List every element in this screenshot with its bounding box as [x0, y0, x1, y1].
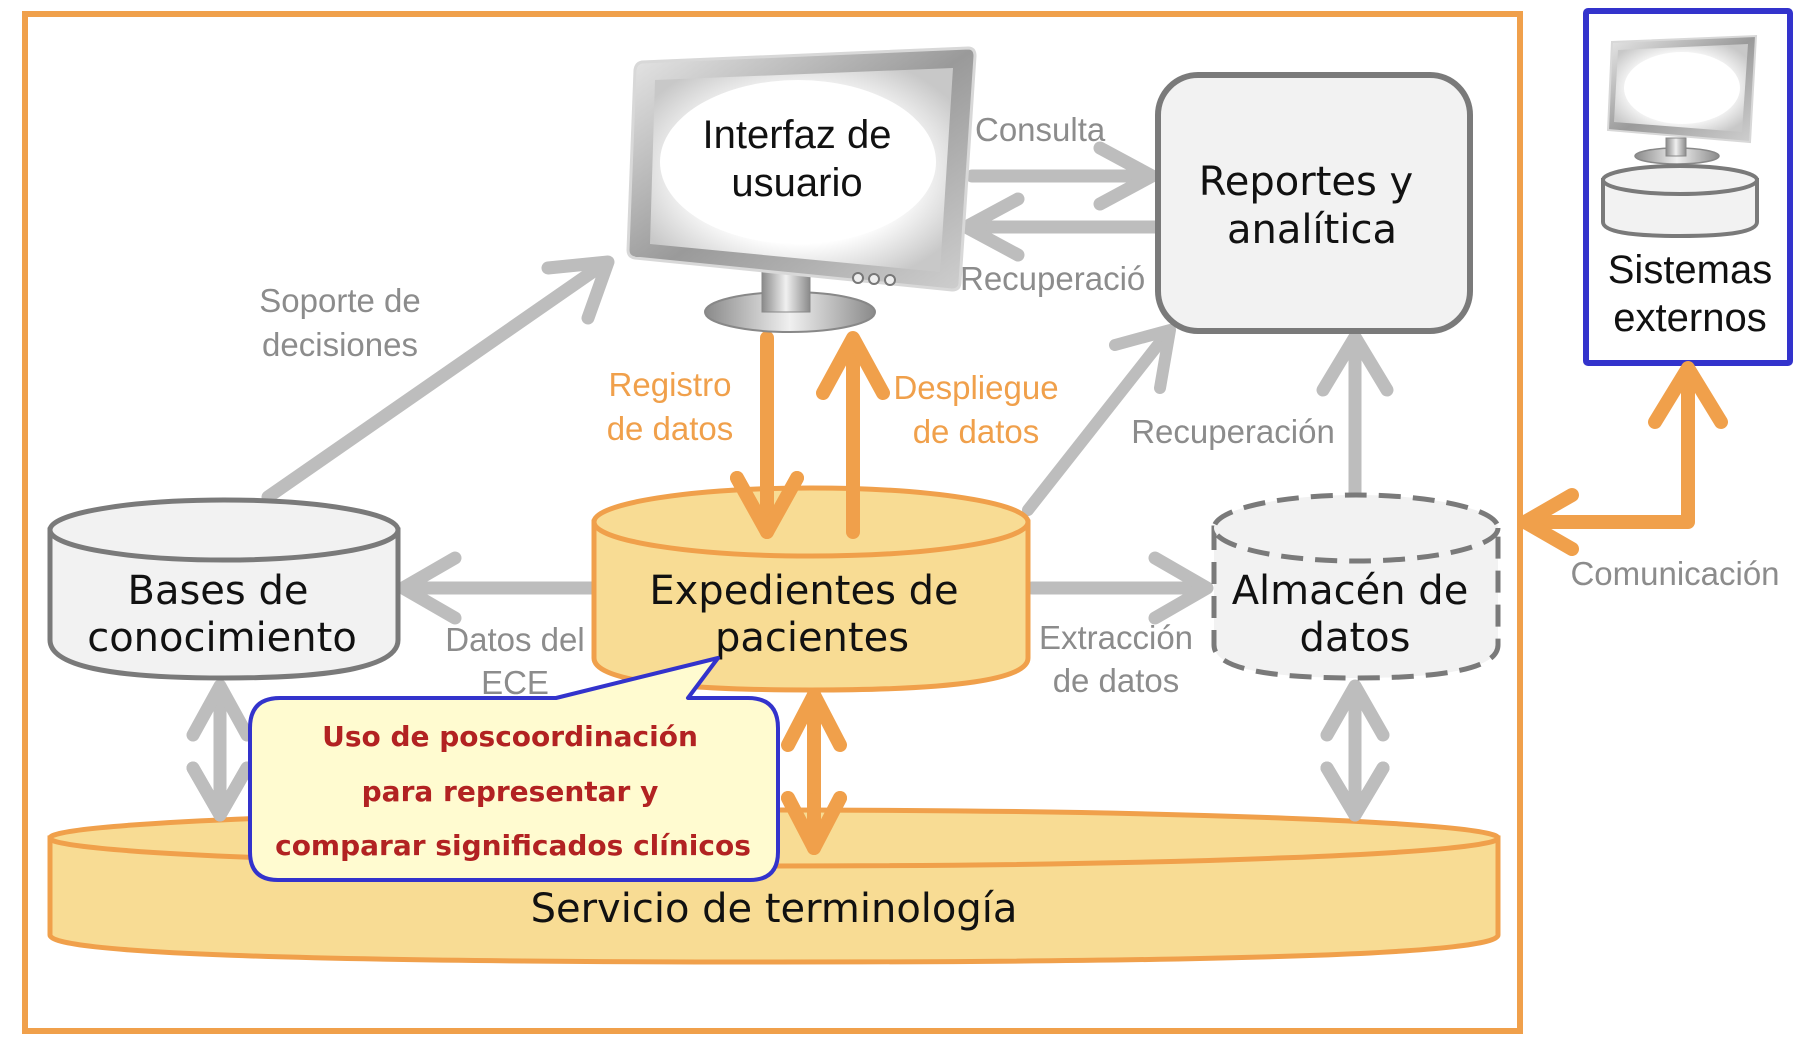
- ehr-data-label-line2: ECE: [481, 664, 549, 701]
- external-database-icon: [1601, 164, 1759, 239]
- warehouse-to-reports-arrowhead: [1316, 330, 1394, 397]
- patient-records-cylinder: Expedientes de pacientes: [591, 485, 1031, 693]
- callout-line2: para representar y: [362, 775, 659, 808]
- external-monitor-icon: [1606, 34, 1758, 165]
- data-display-label-line2: de datos: [913, 413, 1040, 450]
- warehouse-terminology-arrowhead-up: [1320, 679, 1390, 742]
- reports-label-line2: analítica: [1227, 207, 1397, 253]
- query-label: Consulta: [975, 111, 1106, 148]
- arrows-gray: [186, 141, 1394, 822]
- user-interface-label-line2: usuario: [731, 161, 862, 205]
- communication-arrowhead-up: [1648, 361, 1728, 429]
- monitor-icon: Interfaz de usuario: [626, 46, 977, 333]
- data-entry-arrowhead-overlay: [730, 471, 804, 539]
- reports-analytics-box: Reportes y analítica: [1155, 72, 1473, 334]
- knowledge-bases-label-line2: conocimiento: [87, 615, 357, 661]
- data-extraction-arrowhead: [1148, 551, 1214, 625]
- callout-bubble: Uso de poscoordinación para representar …: [248, 656, 780, 882]
- data-extraction-label-line1: Extracción: [1039, 619, 1193, 656]
- patient-records-label-line2: pacientes: [715, 615, 909, 661]
- retrieval-mid-label: Recuperación: [1131, 413, 1335, 450]
- data-entry-label-line1: Registro: [609, 366, 732, 403]
- kb-terminology-arrowhead-up: [186, 679, 254, 742]
- records-to-reports-arrowhead: [1109, 324, 1176, 394]
- communication-label: Comunicación: [1570, 555, 1779, 592]
- decision-support-label-line2: decisiones: [262, 326, 418, 363]
- data-warehouse-label-line1: Almacén de: [1232, 568, 1469, 614]
- user-interface-label-line1: Interfaz de: [702, 113, 891, 157]
- decision-support-label-line1: Soporte de: [259, 282, 420, 319]
- decision-support-arrowhead: [541, 255, 615, 325]
- data-entry-label-line2: de datos: [607, 410, 734, 447]
- ehr-data-label-line1: Datos del: [445, 621, 584, 658]
- data-display-arrowhead: [816, 331, 890, 400]
- records-terminology-arrowhead-up: [781, 688, 847, 752]
- data-display-label-line1: Despliegue: [893, 369, 1058, 406]
- retrieval-top-arrowhead: [959, 192, 1025, 262]
- knowledge-bases-label-line1: Bases de: [128, 568, 309, 614]
- external-systems-label-line1: Sistemas: [1608, 248, 1773, 292]
- retrieval-top-label: Recuperació: [960, 260, 1145, 297]
- patient-records-label-line1: Expedientes de: [649, 568, 958, 614]
- data-warehouse-cylinder: Almacén de datos: [1211, 492, 1501, 681]
- query-arrowhead: [1093, 141, 1159, 211]
- records-to-reports-arrow: [1022, 330, 1171, 516]
- callout-line3: comparar significados clínicos: [275, 829, 751, 862]
- records-terminology-arrowhead-down-overlay: [781, 791, 847, 855]
- reports-label-line1: Reportes y: [1199, 159, 1413, 205]
- decision-support-arrow: [261, 261, 605, 504]
- external-systems-label-line2: externos: [1613, 296, 1766, 340]
- callout-line1: Uso de poscoordinación: [322, 720, 698, 753]
- data-extraction-label-line2: de datos: [1053, 662, 1180, 699]
- communication-arrow: [1518, 363, 1695, 529]
- communication-arrowhead-left: [1518, 488, 1579, 556]
- terminology-service-label: Servicio de terminología: [531, 886, 1018, 932]
- data-warehouse-label-line2: datos: [1300, 615, 1411, 661]
- ehr-data-arrowhead: [396, 551, 462, 625]
- knowledge-bases-cylinder: Bases de conocimiento: [47, 497, 401, 681]
